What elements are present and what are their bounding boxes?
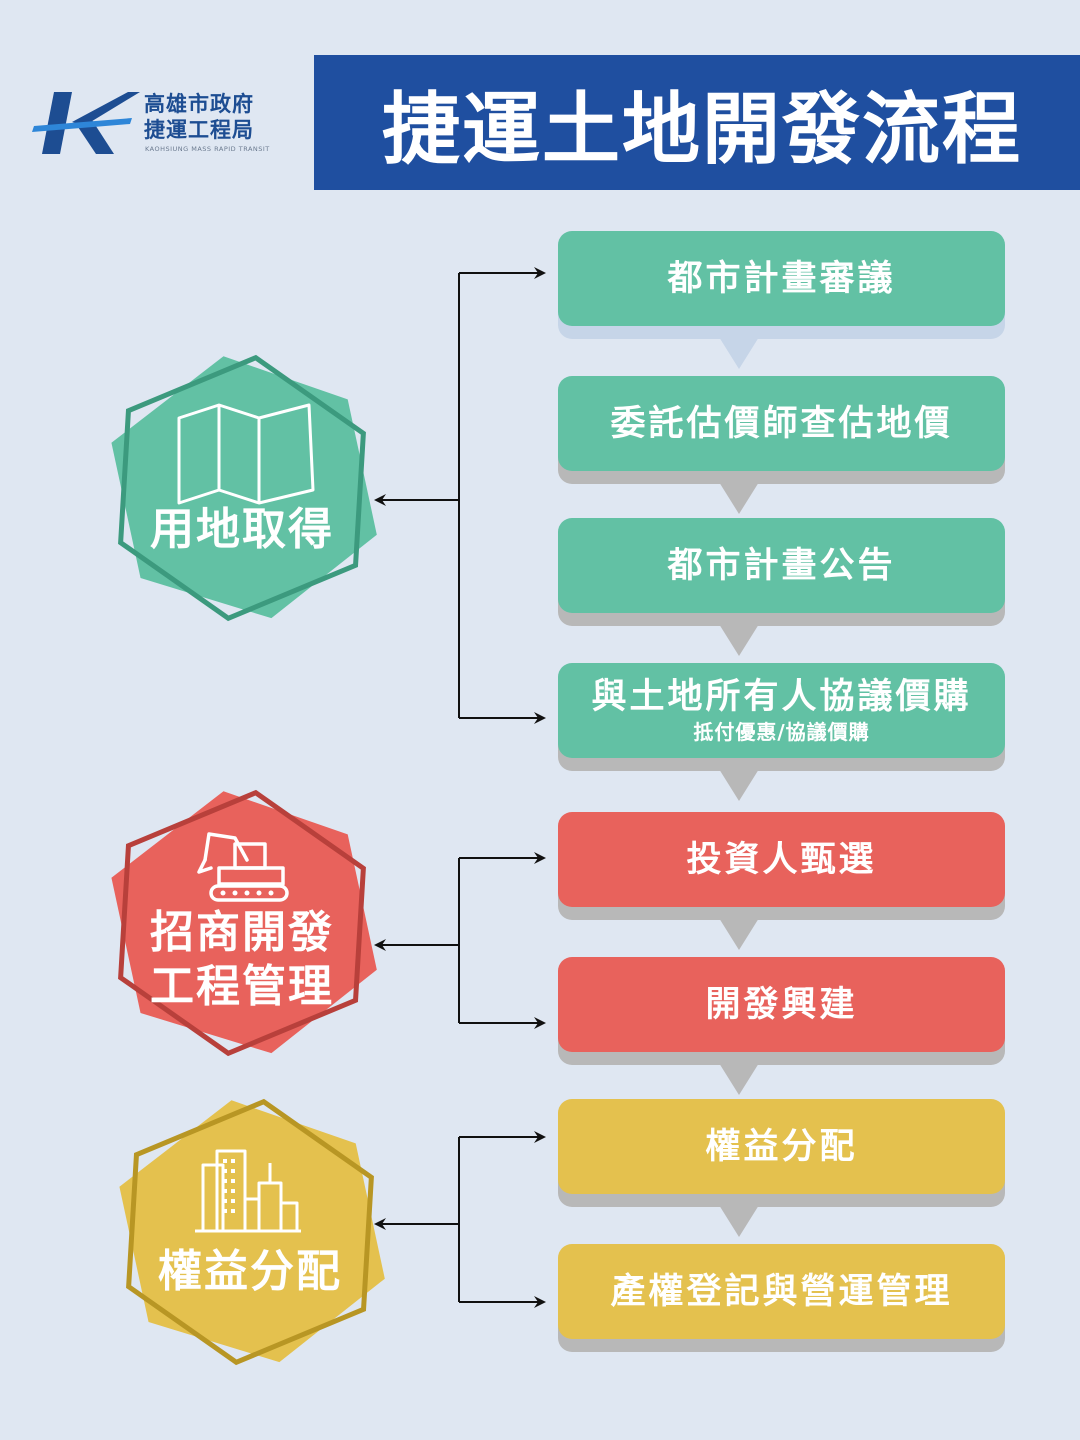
logo-org-line2: 捷運工程局 [144, 118, 254, 142]
down-arrow-icon [719, 1205, 759, 1237]
logo-org-english: KAOHSIUNG MASS RAPID TRANSIT [145, 145, 270, 153]
phase-1-label: 用地取得 [150, 504, 334, 555]
step-1-label: 都市計畫審議 [667, 258, 896, 299]
down-arrow-icon [719, 624, 759, 656]
folded-map-icon [177, 403, 315, 505]
step-4-label: 與土地所有人協議價購 [591, 676, 972, 717]
down-arrow-icon [719, 1063, 759, 1095]
step-2-label: 委託估價師查估地價 [610, 403, 953, 444]
step-5-label: 投資人甄選 [686, 839, 877, 880]
phase-3-label: 權益分配 [158, 1246, 342, 1297]
logo-org-line1: 高雄市政府 [144, 92, 254, 116]
kmrt-logo: 高雄市政府 捷運工程局 KAOHSIUNG MASS RAPID TRANSIT [32, 84, 282, 164]
excavator-icon [197, 832, 289, 902]
kmrt-k-logo-icon [32, 92, 140, 154]
step-property-registration-operation: 產權登記與營運管理 [558, 1244, 1005, 1352]
phase-land-acquisition: 用地取得 [107, 353, 377, 623]
step-urban-plan-announcement: 都市計畫公告 [558, 518, 1005, 656]
phase-2-label-line1: 招商開發 [150, 907, 334, 958]
title-banner: 捷運土地開發流程 [314, 55, 1080, 190]
down-arrow-icon [719, 337, 759, 369]
down-arrow-icon [719, 482, 759, 514]
step-negotiated-purchase: 與土地所有人協議價購 抵付優惠/協議價購 [558, 663, 1005, 801]
down-arrow-icon [719, 769, 759, 801]
page-title: 捷運土地開發流程 [381, 84, 1022, 175]
step-4-sublabel: 抵付優惠/協議價購 [693, 719, 870, 744]
city-buildings-icon [195, 1149, 301, 1233]
step-land-price-appraisal: 委託估價師查估地價 [558, 376, 1005, 514]
step-urban-plan-review: 都市計畫審議 [558, 231, 1005, 369]
phase-2-label-line2: 工程管理 [150, 961, 334, 1012]
step-6-label: 開發興建 [705, 984, 858, 1025]
step-development-construction: 開發興建 [558, 957, 1005, 1095]
step-7-label: 權益分配 [705, 1126, 858, 1167]
step-8-label: 產權登記與營運管理 [610, 1271, 953, 1312]
down-arrow-icon [719, 918, 759, 950]
phase-investment-engineering: 招商開發 工程管理 [107, 788, 377, 1058]
phase-rights-distribution: 權益分配 [115, 1097, 385, 1367]
step-investor-selection: 投資人甄選 [558, 812, 1005, 950]
step-3-label: 都市計畫公告 [667, 545, 896, 586]
step-rights-distribution: 權益分配 [558, 1099, 1005, 1237]
